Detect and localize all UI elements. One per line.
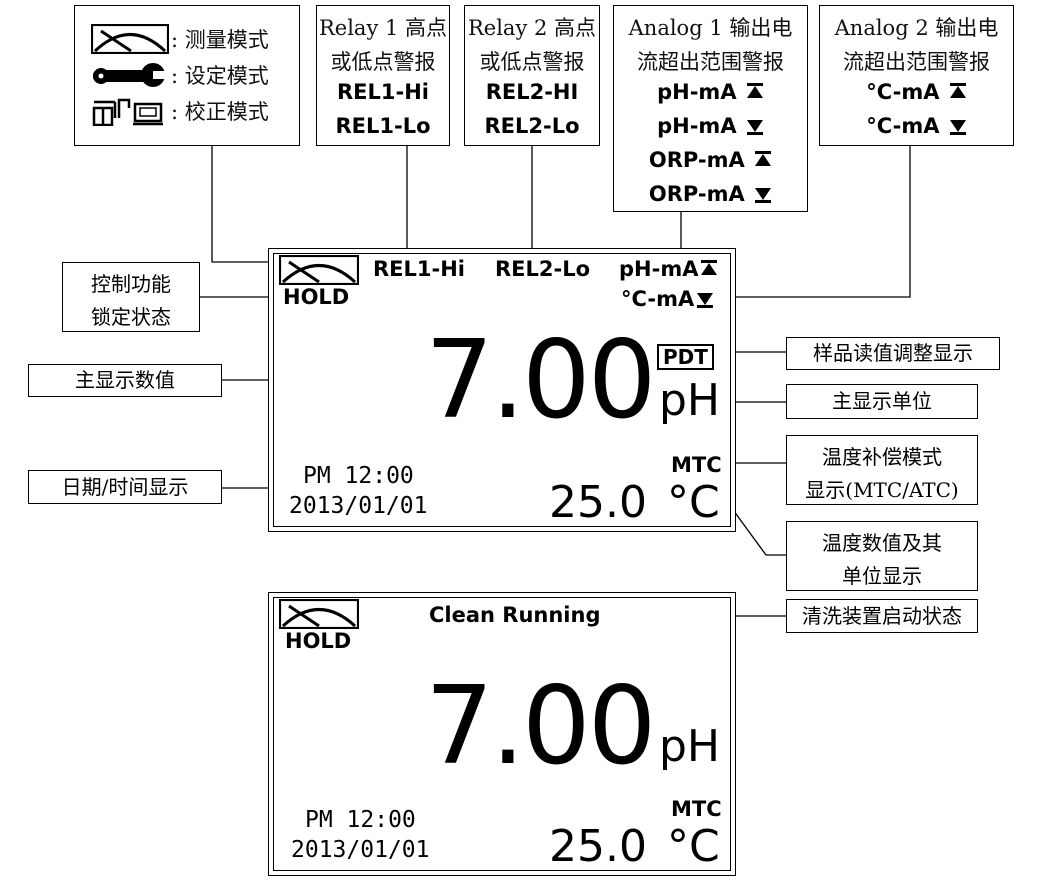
arrow-up-icon bbox=[752, 148, 772, 172]
measure-mode-icon bbox=[91, 24, 169, 54]
datetime-label: 日期/时间显示 bbox=[28, 470, 222, 504]
relay1-box: Relay 1 高点 或低点警报 REL1-Hi REL1-Lo bbox=[316, 5, 450, 146]
main-unit: pH bbox=[659, 375, 721, 426]
wrench-icon bbox=[93, 63, 169, 87]
main-value-label: 主显示数值 bbox=[28, 364, 222, 397]
hold-lock-line1: 控制功能 bbox=[91, 272, 171, 296]
relay2-box: Relay 2 高点 或低点警报 REL2-HI REL2-Lo bbox=[464, 5, 600, 146]
temp-value: 25.0 bbox=[549, 477, 647, 528]
analog1-box: Analog 1 输出电 流超出范围警报 pH-mA pH-mA ORP-mA … bbox=[613, 5, 808, 212]
setting-mode-label: 设定模式 bbox=[184, 64, 269, 88]
temp-comp-line1: 温度补偿模式 bbox=[822, 445, 942, 469]
temp-value-line1: 温度数值及其 bbox=[822, 531, 942, 555]
analog2-item-1: °C-mA bbox=[866, 80, 940, 104]
relay1-title-2: 或低点警报 bbox=[330, 50, 436, 74]
rel1-indicator: REL1-Hi bbox=[373, 257, 465, 281]
pdt-indicator: PDT bbox=[657, 344, 714, 370]
measure-mode-label: 测量模式 bbox=[184, 28, 269, 52]
mtc-indicator: MTC bbox=[671, 453, 722, 477]
relay1-title-1: Relay 1 高点 bbox=[318, 16, 448, 40]
relay2-hi-text: REL2-HI bbox=[485, 80, 579, 104]
main-unit: pH bbox=[659, 721, 721, 772]
hold-indicator: HOLD bbox=[283, 285, 350, 309]
date-display: 2013/01/01 bbox=[289, 493, 428, 519]
relay1-lo-text: REL1-Lo bbox=[335, 114, 431, 138]
pdt-text: 样品读值调整显示 bbox=[813, 341, 973, 365]
analog1-title-2: 流超出范围警报 bbox=[637, 50, 784, 74]
lcd-screen-2: HOLD Clean Running 7.00 pH MTC PM 12:00 … bbox=[268, 592, 736, 876]
arrow-down-icon bbox=[752, 182, 772, 206]
datetime-text: 日期/时间显示 bbox=[61, 475, 189, 499]
main-unit-text: 主显示单位 bbox=[832, 389, 932, 413]
arrow-up-icon bbox=[744, 80, 764, 104]
hold-lock-label: 控制功能 锁定状态 bbox=[62, 262, 200, 332]
calibrate-icon bbox=[92, 98, 163, 126]
arrow-down-icon bbox=[694, 287, 714, 311]
analog1-item-4: ORP-mA bbox=[648, 182, 745, 206]
mtc-indicator: MTC bbox=[671, 797, 722, 821]
hold-indicator: HOLD bbox=[285, 629, 352, 653]
measure-mode-icon bbox=[279, 255, 359, 285]
arrow-up-icon bbox=[947, 80, 967, 104]
temp-comp-label: 温度补偿模式 显示(MTC/ATC) bbox=[786, 435, 978, 505]
main-value-text: 主显示数值 bbox=[75, 368, 175, 392]
date-display: 2013/01/01 bbox=[291, 837, 430, 863]
rel2-indicator: REL2-Lo bbox=[495, 257, 591, 281]
temp-value-line2: 单位显示 bbox=[842, 564, 922, 588]
main-value: 7.00 bbox=[425, 318, 656, 443]
analog1-item-3: ORP-mA bbox=[648, 148, 745, 172]
analog1-item-1: pH-mA bbox=[657, 80, 737, 104]
relay2-title-1: Relay 2 高点 bbox=[467, 16, 597, 40]
main-value: 7.00 bbox=[425, 664, 656, 789]
lcd-screen-1: HOLD REL1-Hi REL2-Lo pH-mA °C-mA PDT 7.0… bbox=[268, 248, 736, 532]
analog2-item-2: °C-mA bbox=[866, 114, 940, 138]
arrow-down-icon bbox=[947, 114, 967, 138]
analog2-title-2: 流超出范围警报 bbox=[843, 50, 990, 74]
analog2-title-1: Analog 2 输出电 bbox=[834, 16, 999, 40]
temp-value: 25.0 bbox=[549, 821, 647, 872]
main-unit-label: 主显示单位 bbox=[786, 384, 978, 419]
pdt-label: 样品读值调整显示 bbox=[786, 337, 1000, 370]
hold-lock-line2: 锁定状态 bbox=[91, 305, 171, 329]
arrow-down-icon bbox=[744, 114, 764, 138]
calibrate-mode-label: 校正模式 bbox=[184, 100, 269, 124]
arrow-up-icon bbox=[698, 257, 718, 281]
relay1-hi-text: REL1-Hi bbox=[337, 80, 429, 104]
measure-mode-icon bbox=[279, 599, 359, 629]
analog2-box: Analog 2 输出电 流超出范围警报 °C-mA °C-mA bbox=[819, 5, 1014, 146]
temp-value-label: 温度数值及其 单位显示 bbox=[786, 521, 978, 591]
analog1-title-1: Analog 1 输出电 bbox=[628, 16, 793, 40]
temp-comp-line2: 显示(MTC/ATC) bbox=[805, 478, 959, 502]
temp-unit: °C bbox=[667, 477, 720, 528]
mode-legend-box: : 测量模式 : 设定模式 : 校正模式 bbox=[74, 5, 300, 146]
relay2-title-2: 或低点警报 bbox=[479, 50, 585, 74]
temp-unit: °C bbox=[667, 821, 720, 872]
clean-status-text: 清洗装置启动状态 bbox=[802, 604, 962, 628]
clean-status-label: 清洗装置启动状态 bbox=[786, 599, 978, 633]
relay2-lo-text: REL2-Lo bbox=[484, 114, 580, 138]
time-display: PM 12:00 bbox=[305, 807, 416, 833]
c-ma-indicator: °C-mA bbox=[621, 287, 695, 311]
time-display: PM 12:00 bbox=[303, 463, 414, 489]
ph-ma-indicator: pH-mA bbox=[619, 257, 699, 281]
analog1-item-2: pH-mA bbox=[657, 114, 737, 138]
clean-running-indicator: Clean Running bbox=[429, 603, 601, 627]
